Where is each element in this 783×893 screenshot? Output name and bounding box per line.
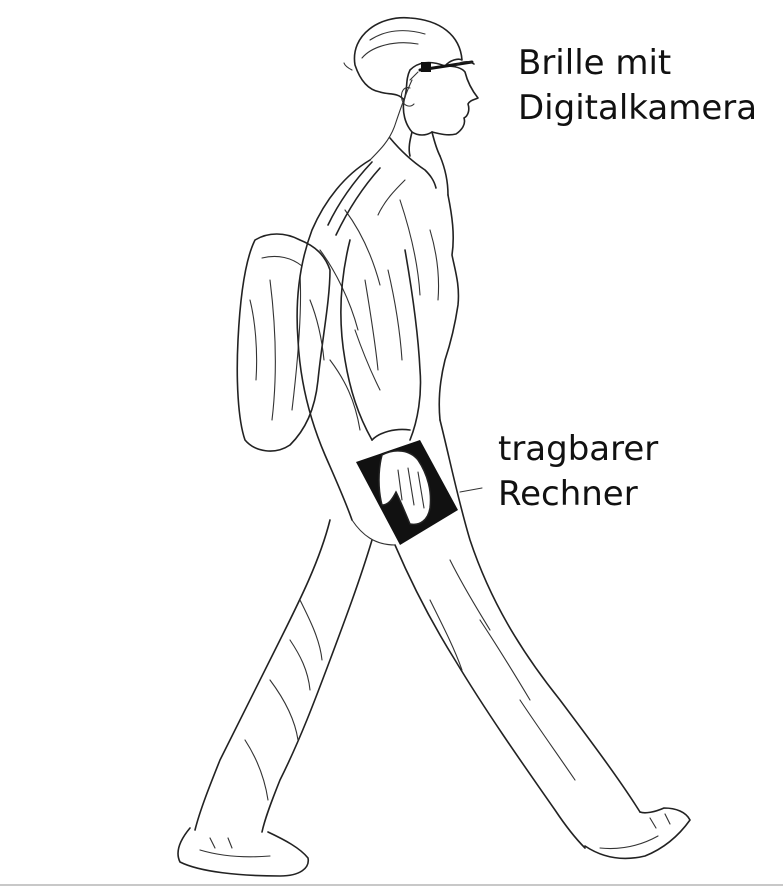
head: [344, 18, 478, 135]
camera-glasses: [370, 62, 474, 160]
label-computer-line1: tragbarer: [498, 430, 658, 468]
bottom-divider: [0, 884, 783, 886]
backpack: [237, 234, 330, 451]
shoes: [178, 808, 690, 876]
neck-collar: [390, 132, 448, 195]
label-glasses-line2: Digitalkamera: [518, 89, 757, 127]
label-glasses-line1: Brille mit: [518, 44, 671, 82]
arm: [341, 240, 421, 440]
camera-body: [421, 62, 431, 72]
portable-computer: [356, 440, 482, 545]
label-computer-line2: Rechner: [498, 475, 638, 513]
